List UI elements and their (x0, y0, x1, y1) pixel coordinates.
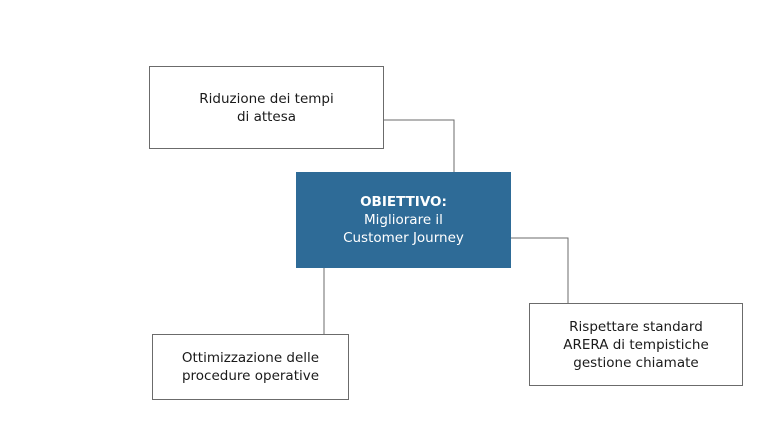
node-label: Rispettare standard ARERA di tempistiche… (563, 318, 709, 371)
node-label: Ottimizzazione delle procedure operative (181, 350, 320, 384)
objective-box: OBIETTIVO: Migliorare il Customer Journe… (296, 172, 511, 268)
connector-top (384, 119, 455, 172)
node-label: Riduzione dei tempi di attesa (199, 90, 334, 125)
node-ottimizzazione-procedure: Ottimizzazione delle procedure operative (152, 334, 349, 400)
objective-heading: OBIETTIVO: (360, 194, 447, 210)
node-rispettare-standard: Rispettare standard ARERA di tempistiche… (529, 303, 743, 386)
node-riduzione-tempi: Riduzione dei tempi di attesa (149, 66, 384, 149)
connector-right (511, 237, 569, 303)
objective-text: Migliorare il Customer Journey (343, 212, 464, 246)
